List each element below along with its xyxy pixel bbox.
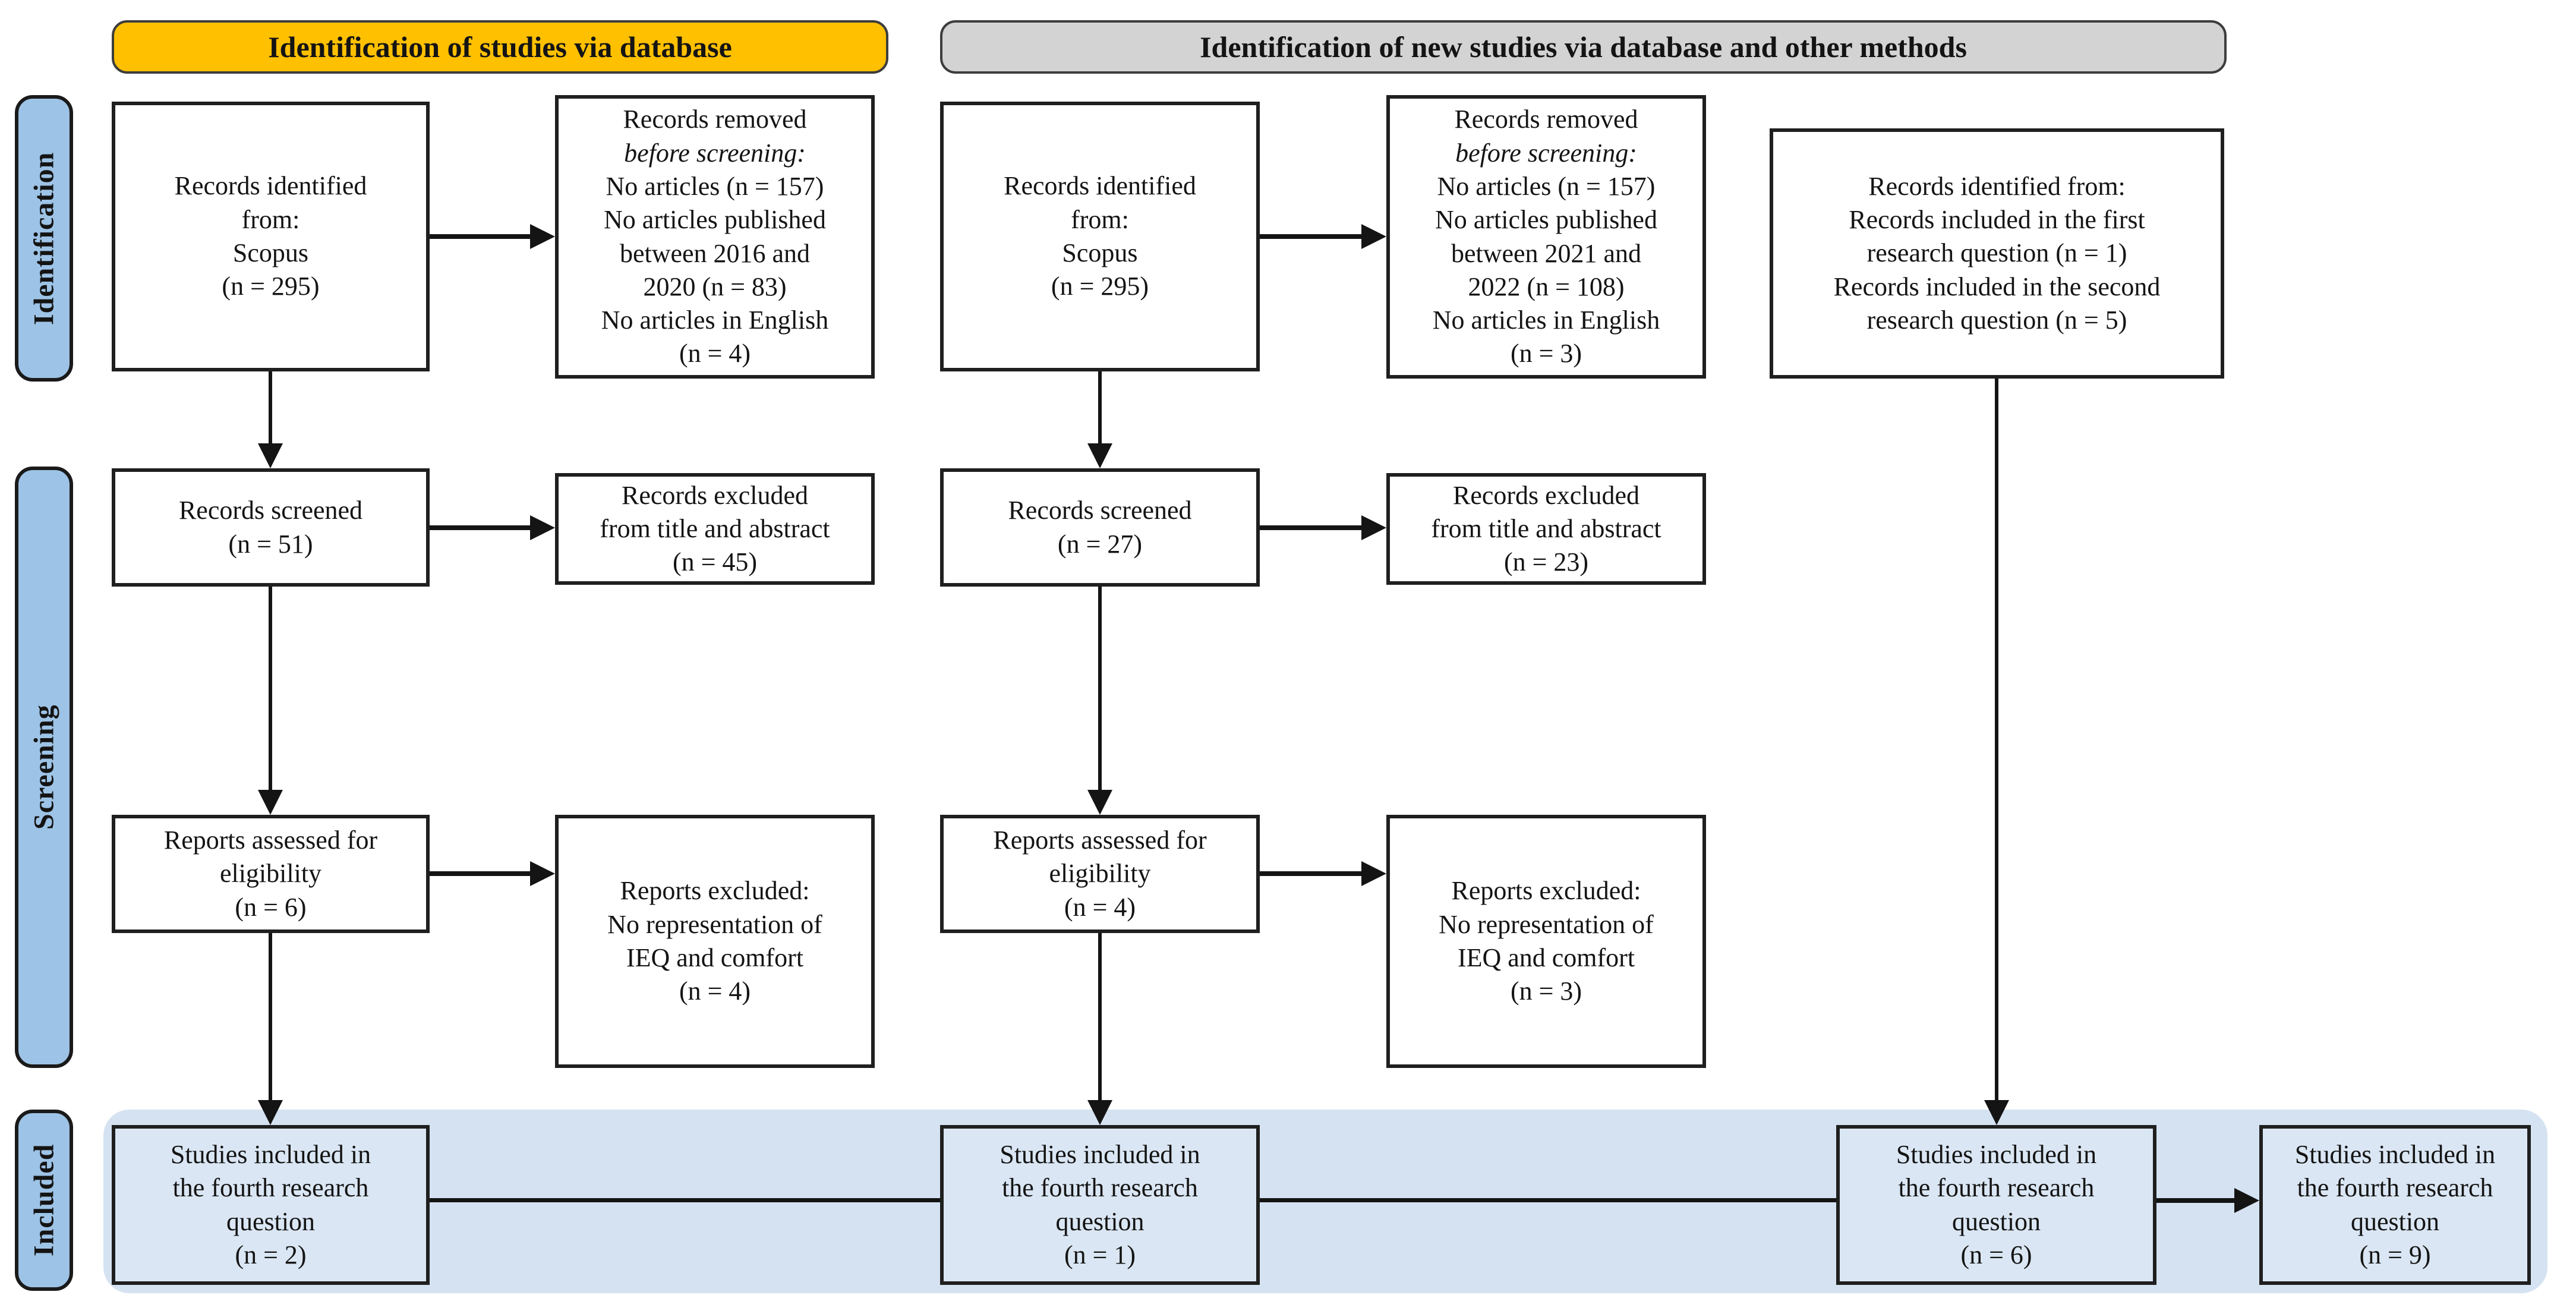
arrowhead-right-icon [1361,224,1386,249]
box-new-records-excluded-text: Records excluded from title and abstract… [1431,480,1661,577]
box-new-records-removed-title: Records removed [1454,105,1638,134]
arrowhead-down-icon [258,443,283,468]
arrowhead-right-icon [2234,1188,2259,1213]
box-new-records-removed: Records removed before screening: No art… [1386,95,1706,379]
box-new-records-identified-text: Records identified from: Scopus (n = 295… [1004,171,1196,301]
box-included-other-text: Studies included in the fourth research … [1896,1139,2097,1269]
connector-db-identified-to-removed [430,234,530,239]
banner-identification-new-studies-label: Identification of new studies via databa… [1200,30,1967,64]
box-new-records-excluded: Records excluded from title and abstract… [1386,473,1706,585]
connector-new-identified-to-screened-v [1098,371,1102,446]
sidebar-label-included-text: Included [28,1143,60,1257]
box-db-records-removed-items: No articles (n = 157) No articles publis… [601,171,829,368]
box-db-reports-excluded-text: Reports excluded: No representation of I… [607,876,822,1006]
arrowhead-down-icon [1984,1100,2009,1125]
box-db-records-removed-subtitle: before screening: [624,138,806,168]
connector-db-screened-to-assessed-v [269,587,272,790]
box-new-reports-excluded: Reports excluded: No representation of I… [1386,815,1706,1068]
arrowhead-right-icon [530,224,555,249]
box-db-records-excluded-text: Records excluded from title and abstract… [600,480,830,577]
arrowhead-down-icon [258,790,283,815]
connector-new-identified-to-removed [1260,234,1361,239]
box-db-records-identified: Records identified from: Scopus (n = 295… [112,102,430,371]
box-included-new: Studies included in the fourth research … [940,1125,1260,1285]
box-new-records-identified: Records identified from: Scopus (n = 295… [940,102,1260,371]
connector-other-identified-to-included-v [1995,379,1998,1100]
connector-new-screened-to-assessed-v [1098,587,1102,790]
connector-included-other-to-total [2156,1198,2234,1203]
banner-identification-new-studies: Identification of new studies via databa… [940,20,2227,74]
sidebar-label-identification: Identification [15,95,73,382]
box-included-total: Studies included in the fourth research … [2259,1125,2531,1285]
arrowhead-right-icon [530,861,555,886]
box-new-records-screened: Records screened (n = 27) [940,468,1260,587]
box-db-reports-assessed: Reports assessed for eligibility (n = 6) [112,815,430,933]
box-new-reports-excluded-text: Reports excluded: No representation of I… [1439,876,1654,1006]
box-other-records-identified-text: Records identified from: Records include… [1833,171,2161,335]
box-db-reports-excluded: Reports excluded: No representation of I… [555,815,875,1068]
arrowhead-down-icon [1087,790,1112,815]
connector-db-identified-to-screened-v [269,371,272,446]
box-db-reports-assessed-text: Reports assessed for eligibility (n = 6) [163,825,378,922]
box-included-total-text: Studies included in the fourth research … [2294,1139,2496,1269]
banner-identification-via-database: Identification of studies via database [112,20,888,74]
connector-db-assessed-to-excluded [430,871,530,876]
box-db-records-screened: Records screened (n = 51) [112,468,430,587]
box-db-records-removed-title: Records removed [623,105,807,134]
sidebar-label-identification-text: Identification [28,152,60,325]
sidebar-label-screening: Screening [15,467,73,1068]
box-db-records-screened-text: Records screened (n = 51) [178,496,363,559]
sidebar-label-screening-text: Screening [28,704,60,830]
connector-included-new-to-other [1260,1198,1836,1202]
box-new-records-screened-text: Records screened (n = 27) [1008,496,1192,559]
arrowhead-down-icon [1087,443,1112,468]
connector-new-assessed-to-included-v [1098,933,1102,1100]
connector-included-db-to-new [430,1198,940,1202]
arrowhead-down-icon [1087,1100,1112,1125]
box-new-records-removed-items: No articles (n = 157) No articles publis… [1432,171,1660,368]
connector-new-screened-to-excluded [1260,525,1361,530]
arrowhead-right-icon [1361,515,1386,540]
box-new-reports-assessed-text: Reports assessed for eligibility (n = 4) [993,825,1207,922]
arrowhead-right-icon [1361,861,1386,886]
box-included-other: Studies included in the fourth research … [1836,1125,2156,1285]
box-other-records-identified: Records identified from: Records include… [1770,128,2224,379]
box-included-db: Studies included in the fourth research … [112,1125,430,1285]
connector-db-assessed-to-included-v [269,933,272,1100]
box-db-records-identified-text: Records identified from: Scopus (n = 295… [174,171,367,301]
connector-db-screened-to-excluded [430,525,530,530]
box-new-reports-assessed: Reports assessed for eligibility (n = 4) [940,815,1260,933]
banner-identification-via-database-label: Identification of studies via database [268,30,732,64]
box-new-records-removed-subtitle: before screening: [1455,138,1637,168]
connector-new-assessed-to-excluded [1260,871,1361,876]
box-included-db-text: Studies included in the fourth research … [170,1139,371,1269]
arrowhead-down-icon [258,1100,283,1125]
box-included-new-text: Studies included in the fourth research … [999,1139,1200,1269]
box-db-records-excluded: Records excluded from title and abstract… [555,473,875,585]
sidebar-label-included: Included [15,1110,73,1291]
box-db-records-removed: Records removed before screening: No art… [555,95,875,379]
arrowhead-right-icon [530,515,555,540]
